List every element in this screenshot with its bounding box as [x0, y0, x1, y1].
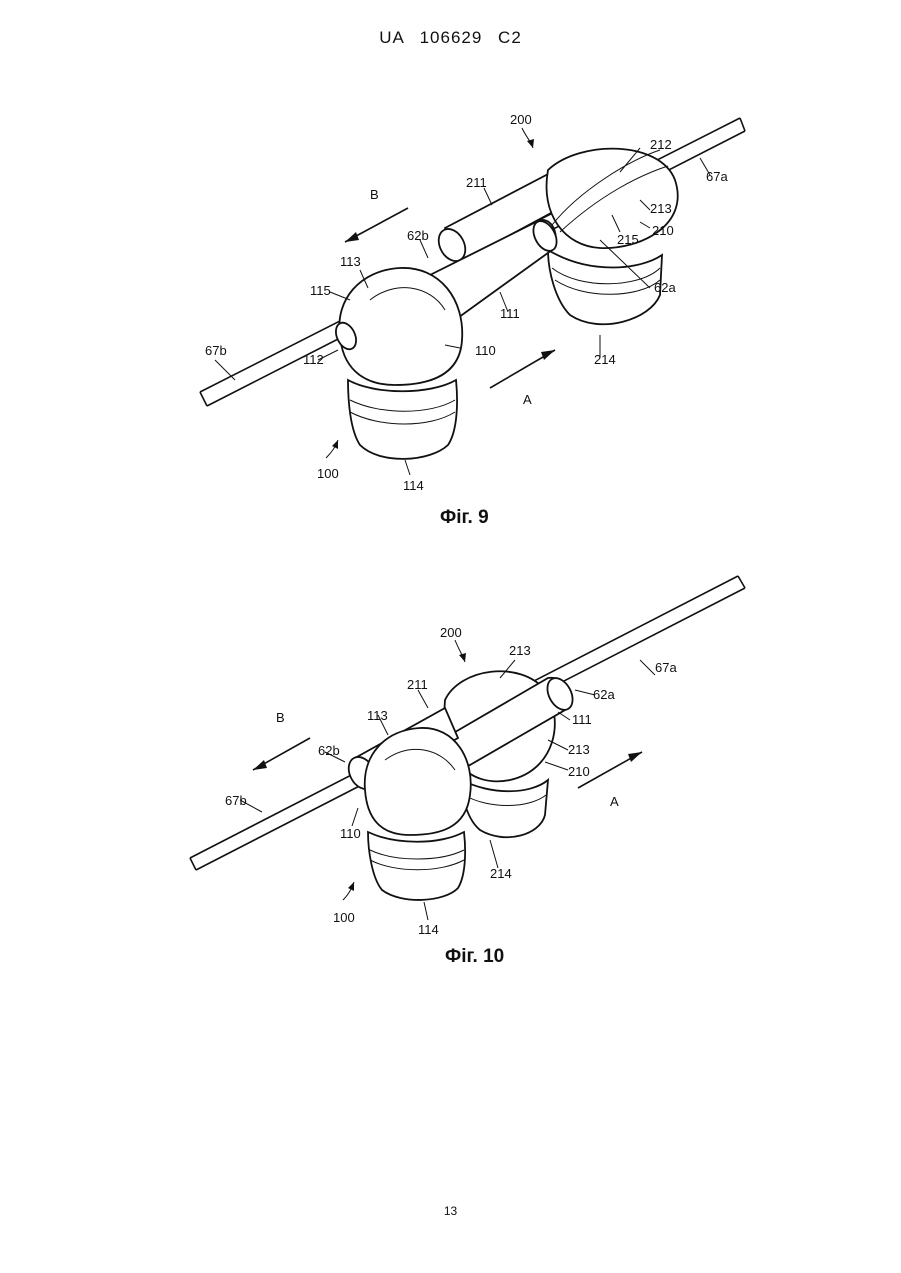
- fig9-label-115: 115: [310, 283, 331, 298]
- fig9-label-a: A: [523, 392, 532, 407]
- fig10-label-213-top: 213: [509, 643, 531, 658]
- fig10-label-113: 113: [367, 708, 388, 723]
- fig10-label-211: 211: [407, 677, 428, 692]
- fig9-label-215: 215: [617, 232, 639, 247]
- fig10-label-100: 100: [333, 910, 355, 925]
- fig9-label-213: 213: [650, 201, 672, 216]
- fig10-label-114: 114: [418, 922, 439, 937]
- fig10-label-200: 200: [440, 625, 462, 640]
- figure-10-drawing: 200 213 67a 211 62a 111 B 113 213 62b 21…: [190, 576, 745, 937]
- fig9-label-200: 200: [510, 112, 532, 127]
- fig10-label-214: 214: [490, 866, 512, 881]
- fig10-label-210: 210: [568, 764, 590, 779]
- fig9-label-111: 111: [500, 306, 520, 321]
- fig9-label-214: 214: [594, 352, 616, 367]
- fig10-label-b: B: [276, 710, 285, 725]
- fig10-label-67a: 67a: [655, 660, 677, 675]
- fig9-label-112: 112: [303, 352, 324, 367]
- fig10-label-213-bottom: 213: [568, 742, 590, 757]
- fig10-label-62b: 62b: [318, 743, 340, 758]
- fig9-label-210: 210: [652, 223, 674, 238]
- page-number: 13: [0, 1204, 901, 1218]
- fig9-label-67b: 67b: [205, 343, 227, 358]
- fig10-label-67b: 67b: [225, 793, 247, 808]
- fig9-label-62a: 62a: [654, 280, 676, 295]
- fig10-label-62a: 62a: [593, 687, 615, 702]
- fig9-label-212: 212: [650, 137, 672, 152]
- fig9-label-62b: 62b: [407, 228, 429, 243]
- figure-10-caption: Фіг. 10: [445, 946, 504, 968]
- fig10-label-111: 111: [572, 712, 592, 727]
- fig10-label-110: 110: [340, 826, 361, 841]
- fig9-label-114: 114: [403, 478, 424, 493]
- fig9-label-67a: 67a: [706, 169, 728, 184]
- fig9-label-211: 211: [466, 175, 487, 190]
- fig9-label-100: 100: [317, 466, 339, 481]
- fig9-label-b: B: [370, 187, 379, 202]
- figure-9-drawing: 200 212 67a 211 B 62b 213 210 215 113 62…: [200, 112, 745, 493]
- figure-9-caption: Фіг. 9: [440, 507, 489, 529]
- fig9-label-110: 110: [475, 343, 496, 358]
- fig10-label-a: A: [610, 794, 619, 809]
- fig9-label-113: 113: [340, 254, 361, 269]
